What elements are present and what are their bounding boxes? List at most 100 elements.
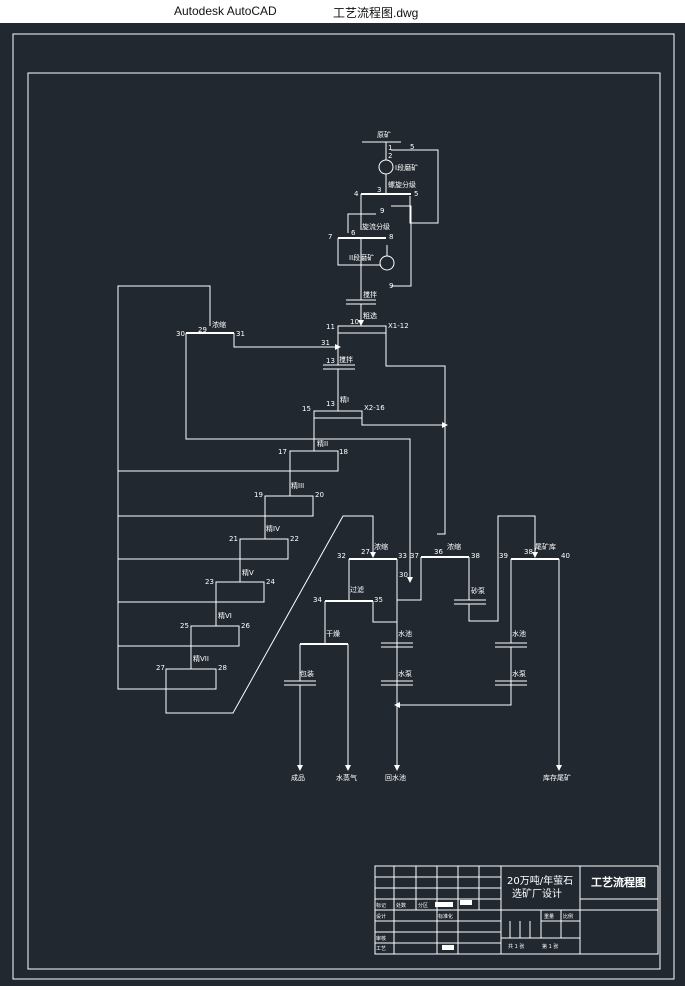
stream-31b: 31	[321, 339, 330, 347]
label-mill-2: II段磨矿	[349, 253, 374, 262]
label-water-pool-1: 水池	[398, 629, 412, 638]
stream-20: 20	[315, 491, 324, 499]
stream-7: 7	[328, 233, 332, 241]
label-tailings-pond: 尾矿库	[535, 542, 556, 551]
stream-6: 6	[351, 229, 356, 237]
stream-11: 11	[326, 323, 335, 331]
label-roughing: 粗选	[363, 311, 377, 320]
stream-10: 10	[350, 318, 359, 326]
label-feed: 原矿	[377, 130, 391, 139]
stream-15: 15	[302, 405, 311, 413]
stream-36: 36	[434, 548, 443, 556]
label-cleaner-2: 精II	[317, 439, 328, 448]
outer-frame	[12, 33, 675, 980]
title-block: 20万吨/年萤石 选矿厂设计 工艺流程图 标记 处数 分区 设计 标准化 重量 …	[374, 865, 659, 955]
drawing-canvas[interactable]: 原矿 I段磨矿 1 2 5 螺旋分级 3 4 5 9 旋流分级 7 6 8 II…	[0, 23, 685, 986]
cleaner-4-cell	[239, 538, 289, 560]
label-thickener-1: 浓缩	[212, 320, 226, 329]
stream-22: 22	[290, 535, 299, 543]
stream-35: 35	[374, 596, 383, 604]
stream-27b: 27	[361, 548, 370, 556]
label-water-pump-1: 水泵	[398, 669, 412, 678]
stream-13: 13	[326, 357, 335, 365]
cleaner-5-cell	[215, 581, 265, 603]
tb-process: 工艺	[376, 946, 386, 952]
stream-21: 21	[229, 535, 238, 543]
label-cleaner-6: 精VI	[218, 611, 232, 620]
stream-8: 8	[389, 233, 393, 241]
cleaner-7-cell	[165, 668, 217, 690]
stream-9: 9	[380, 207, 384, 215]
stream-4: 4	[354, 190, 359, 198]
project-name-line-1: 20万吨/年萤石	[507, 874, 573, 887]
file-name-tab[interactable]: 工艺流程图.dwg	[333, 6, 419, 20]
tb-mark: 标记	[376, 902, 386, 909]
stream-2: 2	[388, 152, 392, 160]
label-cleaner-7: 精VII	[193, 654, 209, 663]
flowsheet-drawing: 原矿 I段磨矿 1 2 5 螺旋分级 3 4 5 9 旋流分级 7 6 8 II…	[12, 33, 675, 980]
label-sand-pump: 砂泵	[471, 586, 485, 595]
stream-39: 39	[499, 552, 508, 560]
tb-standardize: 标准化	[438, 913, 453, 920]
stream-27: 27	[156, 664, 165, 672]
stream-29: 29	[198, 326, 207, 334]
tb-scale: 比例	[563, 913, 573, 920]
app-name: Autodesk AutoCAD	[174, 4, 277, 18]
stream-31: 31	[236, 330, 245, 338]
cleaner-1-cell	[313, 410, 363, 419]
stream-30: 30	[176, 330, 185, 338]
label-water-pool-2: 水池	[512, 629, 526, 638]
tb-zone: 分区	[418, 902, 428, 909]
label-packing: 包装	[300, 669, 314, 678]
stream-23: 23	[205, 578, 214, 586]
stream-37: 37	[410, 552, 419, 560]
mill-2-symbol	[379, 255, 395, 271]
stream-34: 34	[313, 596, 322, 604]
cleaner-6-cell	[190, 625, 240, 647]
label-water-pump-2: 水泵	[512, 669, 526, 678]
label-classifier: 螺旋分级	[388, 180, 416, 189]
rougher-cell	[337, 325, 387, 334]
tb-sheet-no: 第 1 张	[542, 943, 558, 950]
window-titlebar: Autodesk AutoCAD 工艺流程图.dwg	[0, 0, 685, 23]
stream-13b: 13	[326, 400, 335, 408]
mill-1-symbol	[378, 159, 394, 175]
cleaner-3-cell	[264, 495, 314, 517]
stream-38b: 38	[524, 548, 533, 556]
tb-sheets-total: 共 1 张	[508, 943, 524, 950]
stream-5: 5	[410, 143, 414, 151]
stream-32: 32	[337, 552, 346, 560]
stream-38: 38	[471, 552, 480, 560]
label-filter: 过滤	[350, 585, 364, 594]
label-dryer: 干燥	[326, 629, 340, 638]
stream-18: 18	[339, 448, 348, 456]
project-name-line-2: 选矿厂设计	[512, 887, 562, 900]
stream-9b: 9	[389, 282, 393, 290]
stream-1: 1	[388, 144, 392, 152]
label-thickener-3: 浓缩	[447, 542, 461, 551]
label-agitator-1: 搅拌	[363, 290, 377, 299]
tb-count: 处数	[396, 902, 406, 909]
label-stored-tailings: 库存尾矿	[543, 773, 571, 782]
stream-3: 3	[377, 186, 381, 194]
cleaner-2-cell	[289, 450, 339, 472]
label-mill-1: I段磨矿	[395, 163, 418, 172]
stream-26: 26	[241, 622, 250, 630]
tb-design: 设计	[376, 913, 386, 920]
range-x2-16: X2-16	[364, 404, 385, 412]
stream-24: 24	[266, 578, 275, 586]
label-cyclone: 旋流分级	[362, 222, 390, 231]
stream-25: 25	[180, 622, 189, 630]
label-steam: 水蒸气	[336, 773, 357, 782]
label-return-water: 回水池	[385, 773, 406, 782]
label-cleaner-5: 精V	[242, 568, 254, 577]
stream-19: 19	[254, 491, 263, 499]
stream-30b: 30	[399, 571, 408, 579]
label-cleaner-1: 精I	[340, 395, 349, 404]
label-thickener-2: 浓缩	[374, 542, 388, 551]
drawing-title: 工艺流程图	[591, 875, 646, 889]
tb-weight: 重量	[544, 913, 554, 920]
stream-28: 28	[218, 664, 227, 672]
stream-17: 17	[278, 448, 287, 456]
inner-frame	[27, 72, 661, 970]
